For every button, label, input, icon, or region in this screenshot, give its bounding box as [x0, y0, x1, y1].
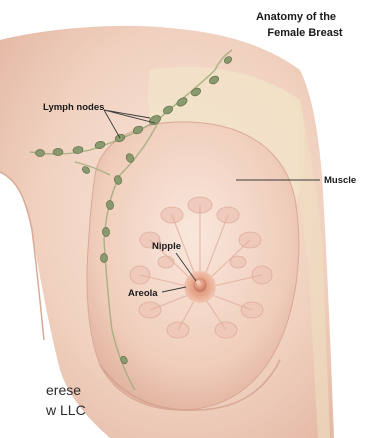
muscle-label: Muscle: [324, 175, 356, 186]
credit-line-1: erese: [46, 382, 81, 398]
title-line-1: Anatomy of the: [256, 11, 336, 23]
lymph-node: [101, 254, 108, 263]
credit-line-2: w LLC: [45, 402, 86, 418]
title-line-2: Female Breast: [267, 27, 343, 39]
nipple-label: Nipple: [152, 241, 181, 252]
lobule: [158, 256, 174, 268]
lymph-node: [36, 150, 45, 157]
areola-label: Areola: [128, 288, 158, 299]
lobule: [230, 256, 246, 268]
lymph-nodes-label: Lymph nodes: [43, 102, 104, 113]
lymph-node: [53, 149, 63, 156]
